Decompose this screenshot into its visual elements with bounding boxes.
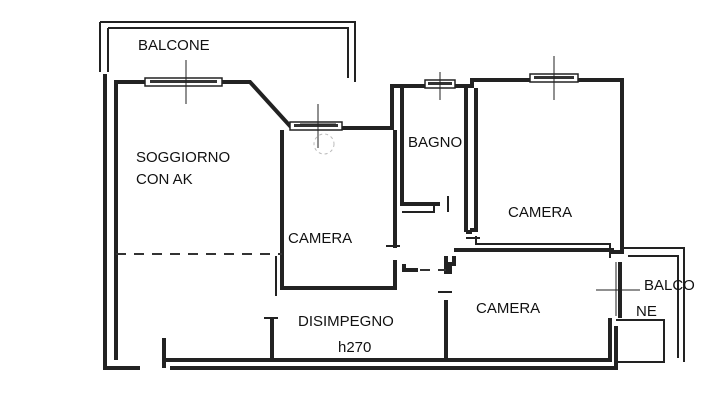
label-camera-bottom: CAMERA [476, 300, 540, 317]
label-camera-center: CAMERA [288, 230, 352, 247]
label-height: h270 [338, 339, 371, 356]
label-bagno: BAGNO [408, 134, 462, 151]
window-bagno [424, 72, 456, 100]
balcony-top [99, 21, 356, 82]
label-disimpegno: DISIMPEGNO [298, 313, 394, 330]
label-balcone-right-line2: NE [636, 303, 657, 320]
open-boundaries [116, 253, 446, 271]
label-camera-right: CAMERA [508, 204, 572, 221]
label-soggiorno-line1: SOGGIORNO [136, 149, 230, 166]
window-soggiorno [144, 60, 223, 104]
exterior-walls [103, 74, 624, 370]
label-soggiorno-line2: CON AK [136, 171, 193, 188]
window-camera-bottom [596, 262, 640, 316]
interior-walls [162, 88, 614, 368]
window-camera-center [289, 104, 343, 155]
label-balcone-right-line1: BALCO [644, 277, 695, 294]
label-balcone-top: BALCONE [138, 37, 210, 54]
window-camera-right [529, 56, 579, 100]
